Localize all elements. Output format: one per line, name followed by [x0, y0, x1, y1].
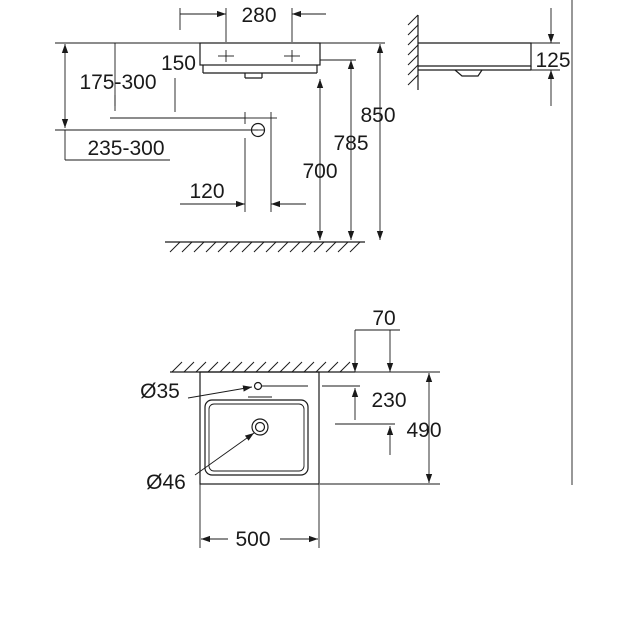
dim-70: 70 [351, 307, 440, 373]
dim-280-label: 280 [241, 4, 276, 27]
dim-120: 120 [180, 124, 306, 212]
dim-500-label: 500 [235, 528, 270, 551]
dim-700: 700 [302, 79, 338, 240]
basin-front-outline [199, 42, 321, 79]
basin-plan-outline [199, 371, 320, 485]
front-elevation-view: 280 150 175-300 235-300 [55, 4, 396, 253]
dim-850: 850 [360, 44, 396, 240]
side-elevation-view: 125 [407, 8, 571, 106]
wall-hatching-plan [170, 361, 355, 373]
dim-230: 230 [322, 385, 407, 455]
dim-175-300-label: 175-300 [79, 71, 156, 94]
dim-490-label: 490 [406, 419, 441, 442]
dim-230-label: 230 [371, 389, 406, 412]
dim-785-label: 785 [333, 132, 368, 155]
dim-70-label: 70 [372, 307, 395, 330]
dim-235-300: 235-300 [55, 44, 258, 161]
dim-785: 785 [320, 59, 369, 240]
basin-side-outline [418, 42, 532, 77]
supply-outlets [239, 112, 277, 138]
dim-d46-label: Ø46 [146, 471, 186, 494]
plan-view: 70 Ø35 230 490 Ø46 [140, 307, 441, 551]
dim-150-label: 150 [161, 52, 196, 75]
dim-700-label: 700 [302, 160, 337, 183]
dim-d46: Ø46 [146, 432, 255, 494]
dim-500: 500 [199, 484, 320, 551]
drain-hole-inner [254, 421, 266, 433]
dim-125-label: 125 [535, 49, 570, 72]
dim-490: 490 [320, 373, 442, 485]
drain-hole-outer [251, 418, 269, 436]
dim-125: 125 [531, 8, 571, 106]
dim-850-label: 850 [360, 104, 395, 127]
dim-235-300-label: 235-300 [87, 137, 164, 160]
dim-175-300: 175-300 [79, 43, 245, 119]
dim-120-label: 120 [189, 180, 224, 203]
floor-hatching [165, 241, 365, 253]
dim-d35-label: Ø35 [140, 380, 180, 403]
dim-280: 280 [179, 4, 326, 42]
tap-hole-circle [253, 381, 263, 391]
dim-d35: Ø35 [140, 380, 308, 403]
wall-hatching-side [407, 14, 419, 90]
